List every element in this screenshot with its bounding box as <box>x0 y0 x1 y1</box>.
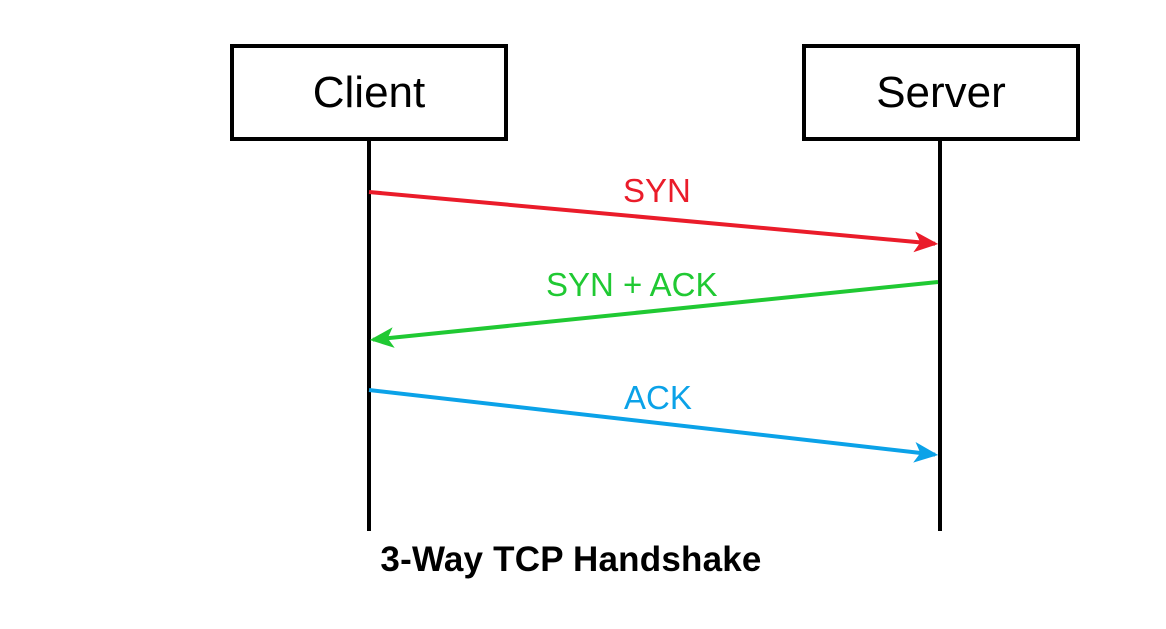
message-label-syn: SYN <box>623 172 691 209</box>
message-label-syn-ack: SYN + ACK <box>546 266 718 303</box>
participant-label-client: Client <box>312 67 426 117</box>
participant-box-server: Server <box>802 44 1080 141</box>
diagram-caption: 3-Way TCP Handshake <box>0 540 1166 580</box>
participant-label-server: Server <box>876 67 1006 117</box>
message-label-ack: ACK <box>624 379 692 416</box>
lifeline-client <box>367 140 371 531</box>
lifeline-server <box>938 140 942 531</box>
diagram-caption-text: 3-Way TCP Handshake <box>380 540 762 579</box>
participant-box-client: Client <box>230 44 508 141</box>
